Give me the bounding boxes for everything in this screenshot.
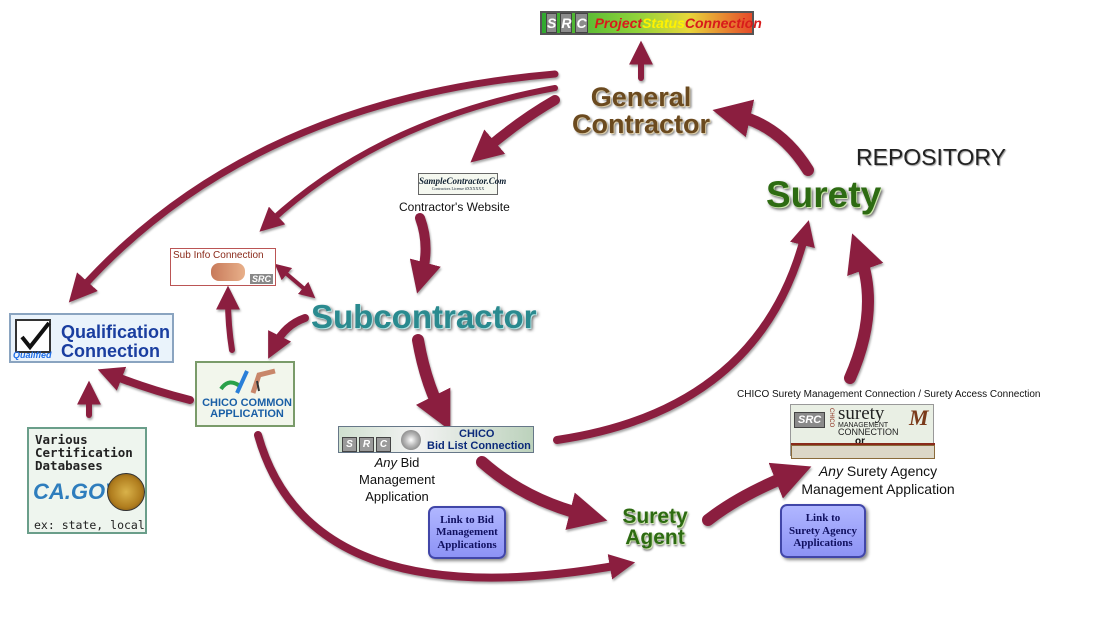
bid-caption-line3: Application [365,488,429,504]
cert-title: Various Certification Databases [35,432,133,474]
cert-line1: Various [35,432,88,447]
general-contractor-node: General Contractor [562,84,720,138]
smc-m-logo: M [909,405,929,430]
arrow-mgmt-to-surety [844,233,884,384]
src-letter-c: C [575,13,588,33]
qualified-badge: Qualified [13,350,52,360]
surety-agency-caption: Any Surety Agency Management Application [798,462,958,498]
bid-caption-line2: Management [359,471,435,487]
arrow-sub-to-bidlist [412,334,451,431]
arrow-sub-to-common [268,314,309,359]
contractor-website-logo[interactable]: SampleContractor.Com Contractors License… [418,173,507,195]
sub-info-connection[interactable]: Sub Info Connection SRC [170,248,276,286]
surety-caption-any: Any [818,463,843,479]
surety-agent-line1: Surety [622,505,688,528]
surety-node: Surety [766,174,882,215]
arrow-common-to-agent [254,431,636,582]
contractor-website-caption: Contractor's Website [399,200,510,214]
general-contractor-line2: Contractor [571,109,710,139]
smc-chico: CHICO [828,408,834,428]
common-app-text: CHICO COMMON APPLICATION [197,398,297,420]
cert-line3: Databases [35,458,103,474]
bid-list-title: Bid List Connection [427,440,531,452]
arrow-bidlist-to-surety [553,220,815,444]
surety-caption-line2: Management Application [801,481,955,498]
cert-footer: ex: state, local [34,518,145,532]
ca-gov-logo: CA.GOV [33,479,120,504]
surety-caption-agency: Surety Agency [846,463,938,479]
bid-management-caption: Any Bid Management Application [352,455,442,506]
smc-connection: CONNECTION [838,427,899,437]
qualification-title: Qualification Connection [61,323,170,361]
smc-management: MANAGEMENT [838,422,889,429]
contractor-website-logo-sub: Contractors License #XXXXXX [431,186,485,191]
arrow-surety-to-gc [712,99,814,176]
link-bid-line1: Link to Bid [440,513,494,526]
repository-label: REPOSITORY [856,144,1006,170]
qualification-line1: Qualification [61,322,171,342]
surety-agent-line2: Agent [625,526,685,549]
link-bid-line3: Applications [437,538,497,551]
surety-management-connection[interactable]: SRC CHICO surety MANAGEMENT CONNECTION M… [790,403,935,459]
sub-info-title: Sub Info Connection [173,250,264,261]
smc-or: or [855,436,865,447]
link-bid-management-button[interactable]: Link to Bid Management Applications [428,506,506,559]
arrow-sub-subinfo [274,263,316,299]
bid-src-s: S [342,437,357,452]
subcontractor-node: Subcontractor [311,298,537,335]
bid-caption-line1: Any Bid [352,455,442,472]
arrow-gc-to-website [470,95,560,163]
gear-icon [401,430,421,450]
general-contractor-line1: General [590,82,692,112]
checkbox-icon [15,319,51,353]
bid-list-chico: CHICO [459,428,495,440]
common-app-line2: APPLICATION [210,408,284,420]
bid-src-r: R [359,437,374,452]
surety-caption-line1: Any Surety Agency [798,462,958,480]
arrow-gc-to-subinfo [259,85,558,232]
bid-caption-any: Any [374,455,397,470]
banner-title: ProjectStatusConnection [595,15,762,31]
arrow-bidlist-to-agent [476,456,608,530]
banner-title-part3: Connection [684,15,762,31]
surety-management-header: CHICO Surety Management Connection / Sur… [737,389,1041,400]
arrow-common-to-qual [97,366,194,404]
contractor-website-logo-text: SampleContractor.Com [419,176,507,186]
banner-title-part2: Status [642,15,685,31]
smc-src-logo: SRC [794,412,826,428]
link-bid-line2: Management [436,526,498,539]
cert-line2: Certification [35,445,133,461]
arrow-gc-to-qualification [68,70,559,303]
state-seal-icon [107,473,145,511]
smc-surety-word: surety [838,403,885,424]
pen-hand-icon [219,367,279,395]
checkmark-icon [20,321,51,351]
link-surety-agency-button[interactable]: Link to Surety Agency Applications [780,504,866,558]
bid-caption-bid: Bid [400,455,420,470]
arrow-common-to-subinfo [216,285,241,353]
arrow-agent-to-mgmt [702,462,812,526]
src-letter-r: R [560,13,573,33]
link-surety-line3: Applications [793,537,853,550]
link-surety-line1: Link to [805,512,841,525]
surety-access-connection-bar [791,443,935,459]
bid-src-c: C [376,437,391,452]
certification-databases[interactable]: Various Certification Databases CA.GOV e… [27,427,147,534]
qualification-connection[interactable]: Qualified Qualification Connection [9,313,174,363]
qualification-line2: Connection [61,340,160,361]
common-app-line1: CHICO COMMON [202,397,292,409]
surety-agent-node: Surety Agent [612,506,698,548]
sub-info-src: SRC [249,274,273,284]
banner-title-part1: Project [594,15,643,31]
src-letter-s: S [546,13,558,33]
arrow-website-to-sub [409,213,441,294]
chico-common-application[interactable]: CHICO COMMON APPLICATION [195,361,295,427]
project-status-connection-banner[interactable]: S R C ProjectStatusConnection [540,11,762,35]
link-surety-line2: Surety Agency [789,524,857,537]
handshake-icon [211,263,245,281]
